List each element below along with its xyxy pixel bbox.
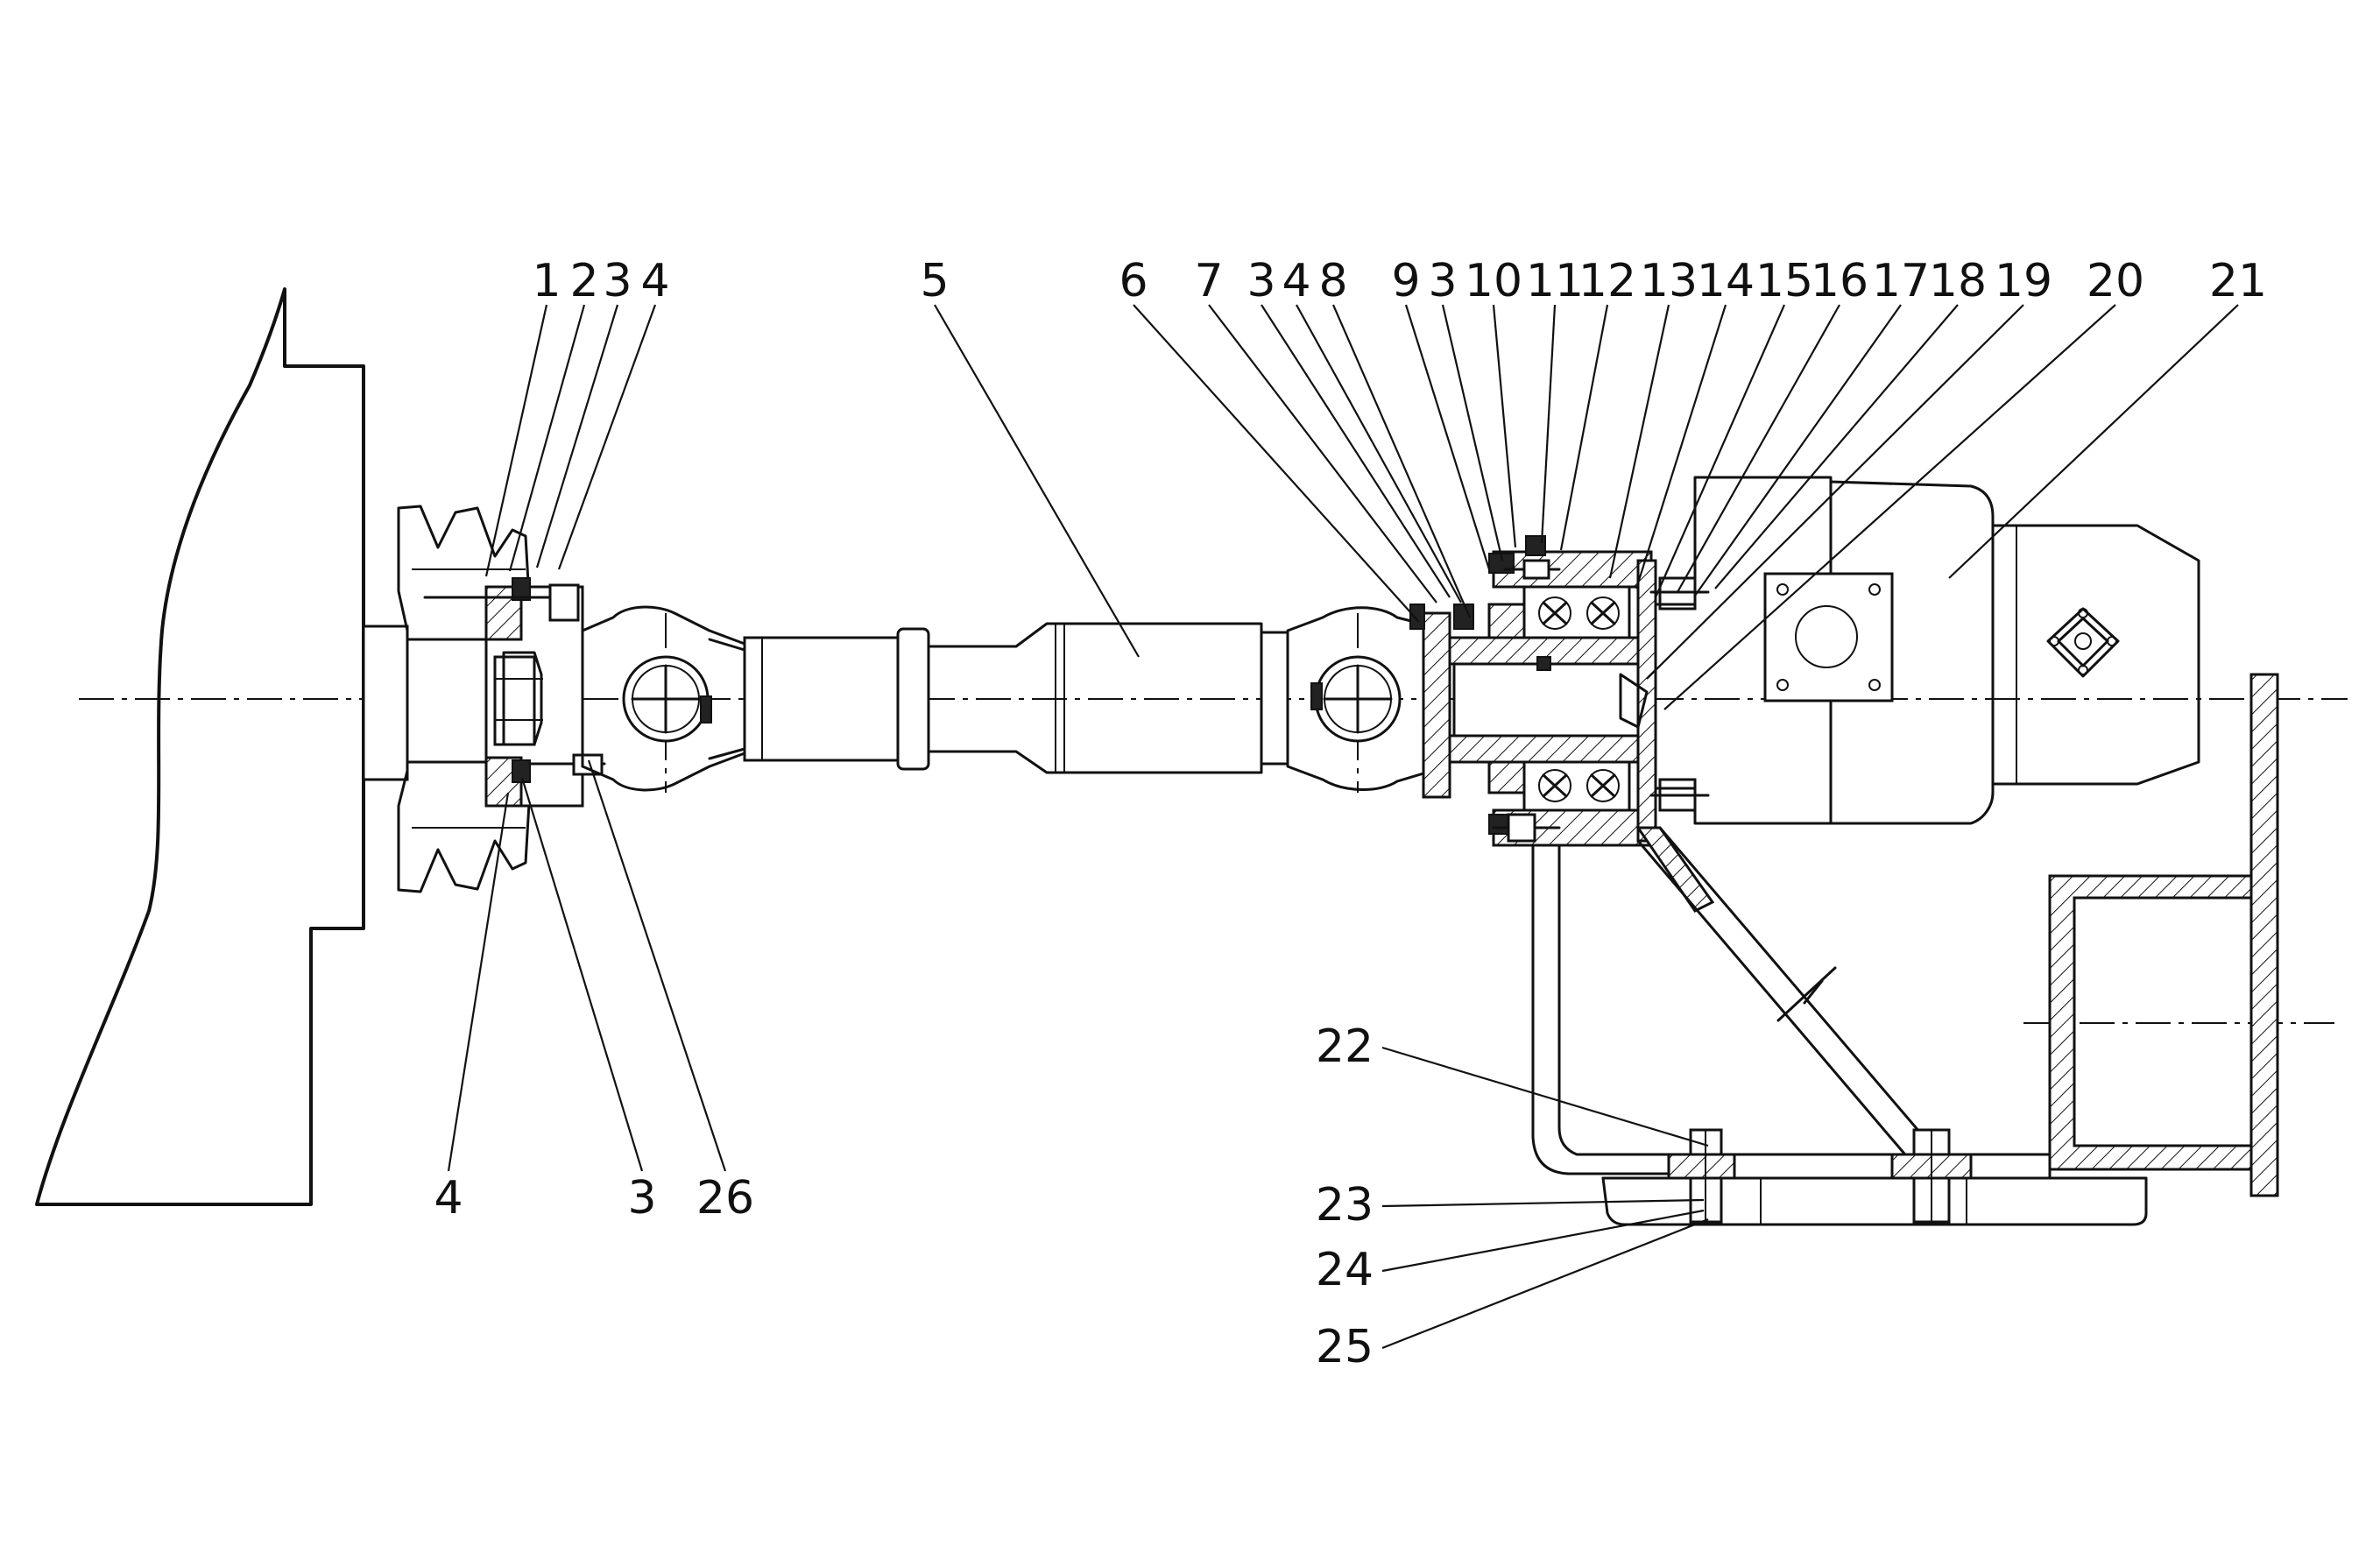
callout-label-l6: 6 [1119,255,1148,307]
leader-line-l22 [1381,1046,1709,1147]
leader-line-l26 [587,759,727,1172]
leader-line-l24 [1381,1209,1705,1273]
leader-line-l19 [1646,304,2024,680]
leader-line-l5 [934,304,1140,658]
leader-line-l13 [1608,304,1670,579]
callout-label-l9: 9 [1391,255,1420,307]
engine-housing [35,287,409,1206]
callout-label-l25: 25 [1316,1321,1374,1373]
right-universal-joint [1286,606,1434,791]
leader-line-l17 [1694,304,1902,596]
callout-label-l1: 1 [532,255,561,307]
callout-label-l21: 21 [2209,255,2267,307]
leader-line-l14 [1635,304,1727,589]
callout-label-l4: 4 [640,255,669,307]
callout-label-l3: 3 [603,255,632,307]
left-coupling [423,577,606,808]
leader-line-l3c [1441,304,1504,561]
leader-line-l4b [1296,304,1462,604]
cardan-shaft [743,622,1289,774]
leader-line-l25 [1381,1218,1709,1350]
leader-line-l9 [1404,304,1491,570]
leader-line-l2 [508,304,586,572]
callout-label-l20: 20 [2087,255,2144,307]
callout-label-l7: 7 [1194,255,1223,307]
leader-line-l3 [535,304,619,568]
callout-label-l17: 17 [1872,255,1930,307]
callout-label-l16: 16 [1811,255,1868,307]
callout-label-l18: 18 [1929,255,1987,307]
callout-label-l23: 23 [1316,1179,1374,1232]
leader-line-l12 [1559,304,1609,551]
callout-label-l15: 15 [1755,255,1813,307]
callout-label-l8: 8 [1318,255,1347,307]
leader-line-l21 [1948,304,2239,579]
leader-line-l8 [1331,304,1472,618]
callout-label-l10: 10 [1465,255,1522,307]
callout-label-l4b: 4 [1282,255,1310,307]
callout-label-l3b: 3 [1246,255,1275,307]
callout-label-l24: 24 [1316,1244,1374,1296]
callout-label-l14: 14 [1697,255,1755,307]
leader-line-l1 [484,304,548,577]
callout-label-l12: 12 [1578,255,1636,307]
callout-label-l22: 22 [1316,1020,1374,1073]
leader-line-l20 [1663,304,2116,710]
leader-line-l15 [1654,304,1786,598]
callout-label-l2: 2 [569,255,598,307]
callout-label-l19: 19 [1995,255,2052,307]
leader-line-l16 [1677,304,1840,593]
leader-line-l6 [1133,304,1420,623]
mounting-frame [1531,673,2279,1226]
leader-line-l3d [520,777,644,1172]
leader-line-l7 [1208,304,1437,604]
callout-label-l5: 5 [920,255,949,307]
leader-line-l4d [447,792,510,1172]
leader-line-l18 [1714,304,1959,589]
leader-line-l10 [1492,304,1517,548]
callout-label-l4d: 4 [434,1172,463,1225]
leader-line-l23 [1381,1198,1705,1208]
callout-label-l11: 11 [1526,255,1584,307]
bearing-housing-section [1409,535,1710,847]
callout-label-l3d: 3 [627,1172,656,1225]
callout-label-l3c: 3 [1428,255,1457,307]
leader-line-l11 [1540,304,1557,544]
callout-label-l26: 26 [696,1172,754,1225]
pump-body [1654,476,2200,825]
leader-line-l3b [1261,304,1451,598]
callout-label-l13: 13 [1640,255,1698,307]
leader-line-l4 [557,304,657,570]
